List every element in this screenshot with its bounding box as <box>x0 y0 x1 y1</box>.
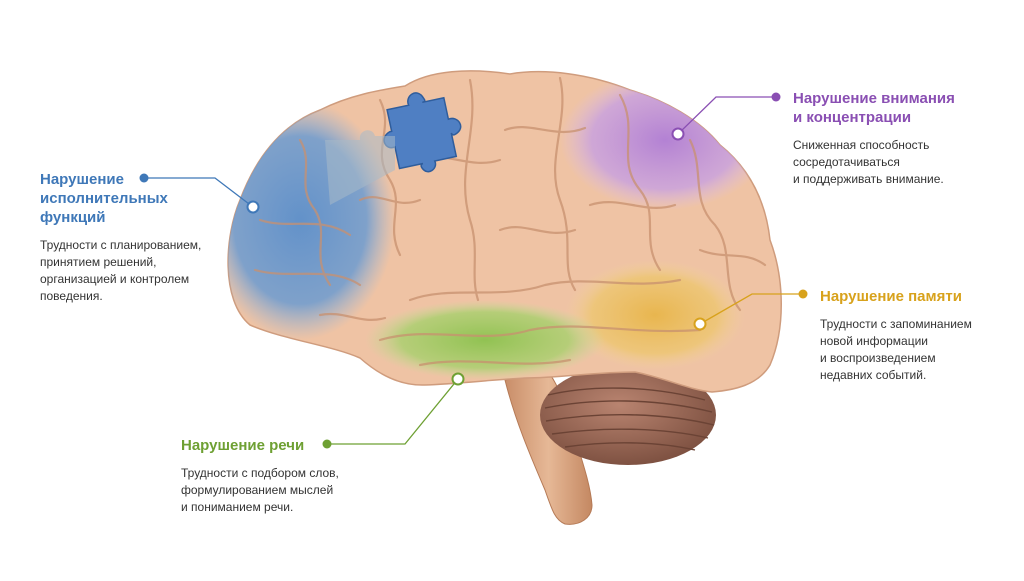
attention-title: Нарушение внимания и концентрации <box>793 89 993 127</box>
brain-folds <box>253 76 767 367</box>
speech-label: Нарушение речи Трудности с подбором слов… <box>181 436 381 516</box>
executive-title-line: Нарушение <box>40 171 124 188</box>
puzzle-socket <box>325 130 395 205</box>
executive-desc-line: организацией и контролем <box>40 272 190 286</box>
memory-ring-icon <box>693 317 707 331</box>
executive-desc-line: поведения. <box>40 289 103 303</box>
speech-description: Трудности с подбором слов, формулировани… <box>181 465 381 516</box>
speech-region <box>365 300 605 380</box>
speech-title: Нарушение речи <box>181 436 381 455</box>
attention-desc-line: сосредотачиваться <box>793 155 900 169</box>
speech-ring-icon <box>451 372 465 386</box>
memory-region <box>565 260 745 370</box>
speech-desc-line: формулированием мыслей <box>181 483 334 497</box>
attention-title-line: Нарушение внимания <box>793 90 955 107</box>
cerebellum <box>540 365 716 465</box>
attention-desc-line: Сниженная способность <box>793 138 930 152</box>
speech-desc-line: Трудности с подбором слов, <box>181 466 339 480</box>
memory-title: Нарушение памяти <box>820 287 1010 306</box>
executive-title-line: функций <box>40 209 106 226</box>
memory-title-line: Нарушение памяти <box>820 288 962 305</box>
attention-connector <box>677 96 776 135</box>
attention-title-line: и концентрации <box>793 109 912 126</box>
memory-desc-line: Трудности с запоминанием <box>820 317 972 331</box>
speech-connector <box>327 378 459 445</box>
executive-ring-icon <box>246 200 260 214</box>
executive-title: Нарушение исполнительных функций <box>40 170 230 227</box>
executive-label: Нарушение исполнительных функций Труднос… <box>40 170 230 305</box>
executive-description: Трудности с планированием, принятием реш… <box>40 237 230 305</box>
attention-ring-icon <box>671 127 685 141</box>
memory-dot-icon <box>798 289 808 299</box>
memory-connector <box>699 293 803 325</box>
executive-title-line: исполнительных <box>40 190 168 207</box>
puzzle-piece-icon <box>383 92 462 173</box>
attention-desc-line: и поддерживать внимание. <box>793 172 944 186</box>
speech-title-line: Нарушение речи <box>181 437 305 454</box>
memory-desc-line: недавних событий. <box>820 368 927 382</box>
memory-label: Нарушение памяти Трудности с запоминание… <box>820 287 1010 384</box>
executive-dot-icon <box>139 173 149 183</box>
speech-desc-line: и пониманием речи. <box>181 500 294 514</box>
memory-description: Трудности с запоминанием новой информаци… <box>820 316 1010 384</box>
executive-connector <box>144 177 254 208</box>
attention-label: Нарушение внимания и концентрации Снижен… <box>793 89 993 188</box>
attention-description: Сниженная способность сосредотачиваться … <box>793 137 993 188</box>
speech-dot-icon <box>322 439 332 449</box>
attention-dot-icon <box>771 92 781 102</box>
executive-desc-line: Трудности с планированием, <box>40 238 202 252</box>
attention-region <box>560 70 770 210</box>
memory-desc-line: и воспроизведением <box>820 351 936 365</box>
executive-desc-line: принятием решений, <box>40 255 157 269</box>
memory-desc-line: новой информации <box>820 334 929 348</box>
